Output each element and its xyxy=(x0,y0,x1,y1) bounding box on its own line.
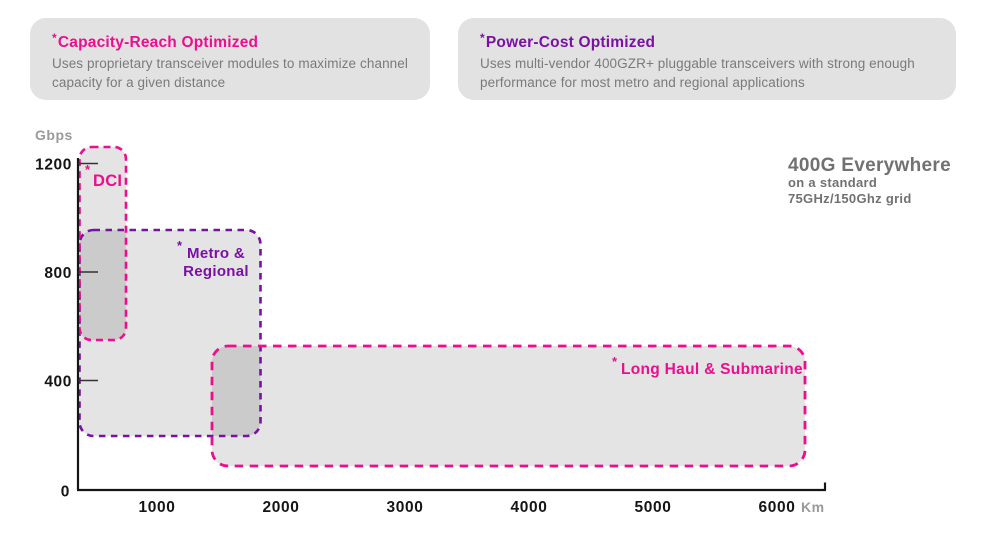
annotation-subtitle-line1: on a standard xyxy=(788,175,877,190)
region-border-long-haul-submarine xyxy=(210,344,807,468)
power-cost-card-body: Uses multi-vendor 400GZR+ pluggable tran… xyxy=(480,56,915,90)
capacity-reach-card-title-text: Capacity-Reach Optimized xyxy=(57,34,259,51)
y-axis-unit-label: Gbps xyxy=(35,127,73,143)
region-fill-dci xyxy=(79,147,126,340)
capacity-reach-card-title: *Capacity-Reach Optimized xyxy=(52,31,412,52)
region-fill-metro-regional xyxy=(79,230,261,436)
x-tick-label-6000: 6000 xyxy=(759,499,796,516)
capacity-reach-card-body: Uses proprietary transceiver modules to … xyxy=(52,56,408,90)
annotation-subtitle-line2: 75GHz/150Ghz grid xyxy=(788,191,912,206)
region-label-metro-regional-line2: Regional xyxy=(183,263,249,280)
asterisk-mark: * xyxy=(612,354,618,369)
asterisk-mark: * xyxy=(85,162,91,177)
region-label-metro-regional-line1: Metro & xyxy=(187,245,245,262)
asterisk-mark: * xyxy=(177,238,183,253)
y-tick-label-0: 0 xyxy=(61,484,70,501)
x-tick-label-4000: 4000 xyxy=(511,499,548,516)
x-axis-unit-label: Km xyxy=(801,499,825,515)
x-tick-label-2000: 2000 xyxy=(263,499,300,516)
power-cost-card-title: *Power-Cost Optimized xyxy=(480,31,938,52)
asterisk-mark: * xyxy=(480,31,485,45)
region-border-dci xyxy=(78,145,128,342)
region-fill-long-haul-submarine xyxy=(212,346,805,466)
x-tick-label-3000: 3000 xyxy=(387,499,424,516)
y-tick-label-800: 800 xyxy=(44,265,72,282)
power-cost-card: *Power-Cost Optimized Uses multi-vendor … xyxy=(458,18,956,100)
y-tick-label-400: 400 xyxy=(44,374,72,391)
capacity-reach-card: *Capacity-Reach Optimized Uses proprieta… xyxy=(30,18,430,100)
x-tick-label-1000: 1000 xyxy=(139,499,176,516)
region-label-dci: DCI xyxy=(93,172,122,190)
region-label-long-haul-submarine: Long Haul & Submarine xyxy=(621,361,803,378)
annotation-title: 400G Everywhere xyxy=(788,155,951,176)
power-cost-card-title-text: Power-Cost Optimized xyxy=(485,34,656,51)
x-tick-label-5000: 5000 xyxy=(635,499,672,516)
asterisk-mark: * xyxy=(52,31,57,45)
y-tick-label-1200: 1200 xyxy=(35,157,72,174)
